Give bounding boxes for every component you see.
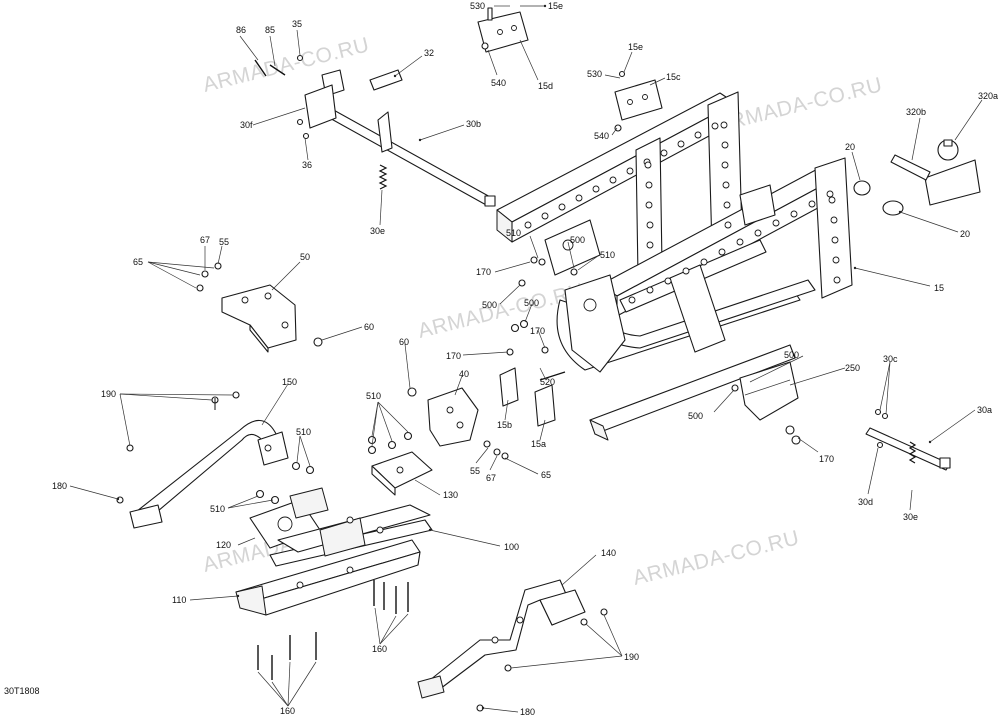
callout-510: 510: [366, 391, 381, 401]
bracket-40: [427, 387, 509, 460]
callout-500: 500: [482, 300, 497, 310]
callout-67: 67: [486, 473, 496, 483]
rail-110: [235, 539, 421, 616]
callout-170: 170: [530, 326, 545, 336]
callout-36: 36: [302, 160, 312, 170]
callout-150: 150: [282, 377, 297, 387]
callout-180: 180: [52, 481, 67, 491]
callout-30f: 30f: [240, 120, 253, 130]
hitch-320: [853, 139, 981, 216]
callout-30e: 30e: [370, 226, 385, 236]
callout-30d: 30d: [858, 497, 873, 507]
callout-55: 55: [219, 237, 229, 247]
bracket-15a: [534, 384, 556, 427]
watermark: ARMADA-CO.RU: [631, 526, 802, 590]
leader-lines: [69, 5, 983, 713]
callout-170: 170: [476, 267, 491, 277]
lever-30b: [254, 54, 496, 207]
fasteners-center: [407, 256, 801, 445]
callout-60: 60: [364, 322, 374, 332]
bracket-50: [196, 262, 323, 353]
callout-510: 510: [600, 250, 615, 260]
callout-120: 120: [216, 540, 231, 550]
guard-250: [739, 361, 799, 421]
rail-140: [116, 496, 608, 712]
callout-530: 530: [470, 1, 485, 11]
callout-130: 130: [443, 490, 458, 500]
callout-15b: 15b: [497, 420, 512, 430]
callout-15c: 15c: [666, 72, 681, 82]
callout-15: 15: [934, 283, 944, 293]
callout-250: 250: [845, 363, 860, 373]
callout-140: 140: [601, 548, 616, 558]
callout-110: 110: [172, 595, 186, 605]
callout-180: 180: [520, 707, 535, 717]
rail-100: [269, 504, 433, 567]
bracket-15d: [477, 7, 529, 53]
callout-540: 540: [594, 131, 609, 141]
callout-60: 60: [399, 337, 409, 347]
callout-500: 500: [524, 298, 539, 308]
callout-32: 32: [424, 48, 434, 58]
callout-190: 190: [624, 652, 639, 662]
bracket-15b: [499, 367, 519, 407]
callout-500: 500: [688, 411, 703, 421]
bolts-160: [257, 580, 409, 680]
callout-540: 540: [491, 78, 506, 88]
callout-170: 170: [446, 351, 461, 361]
callout-510: 510: [296, 427, 311, 437]
callout-160: 160: [280, 706, 295, 716]
rail-150: [126, 391, 289, 529]
callout-20: 20: [845, 142, 855, 152]
callout-510: 510: [210, 504, 225, 514]
callout-190: 190: [101, 389, 116, 399]
callout-30c: 30c: [883, 354, 898, 364]
callout-530: 530: [587, 69, 602, 79]
leader-dots: [116, 4, 932, 710]
callout-500: 500: [784, 350, 799, 360]
callout-85: 85: [265, 25, 275, 35]
callout-15e: 15e: [628, 42, 643, 52]
callout-170: 170: [819, 454, 834, 464]
callout-67: 67: [200, 235, 210, 245]
watermark: ARMADA-CO.RU: [201, 33, 372, 97]
callout-30b: 30b: [466, 119, 481, 129]
callout-30e: 30e: [903, 512, 918, 522]
callout-100: 100: [504, 542, 519, 552]
callout-510: 510: [506, 228, 521, 238]
callouts: 530 15e 540 15d 86 85 35 32 15e 530 15c …: [52, 1, 998, 717]
callout-65: 65: [133, 257, 143, 267]
main-frame: [496, 91, 853, 441]
callout-55: 55: [470, 466, 480, 476]
bracket-15c: [614, 70, 663, 132]
callout-40: 40: [459, 369, 469, 379]
callout-65: 65: [541, 470, 551, 480]
callout-520: 520: [540, 377, 555, 387]
callout-86: 86: [236, 25, 246, 35]
nuts-510: [255, 431, 413, 505]
drawing-reference: 30T1808: [4, 686, 40, 696]
callout-15a: 15a: [531, 439, 546, 449]
callout-20: 20: [960, 229, 970, 239]
callout-320b: 320b: [906, 107, 926, 117]
callout-35: 35: [292, 19, 302, 29]
callout-30a: 30a: [977, 405, 992, 415]
callout-15d: 15d: [538, 81, 553, 91]
lever-30a: [865, 408, 951, 471]
callout-160: 160: [372, 644, 387, 654]
callout-500: 500: [570, 235, 585, 245]
bracket-130: [371, 451, 433, 496]
callout-320a: 320a: [978, 91, 998, 101]
callout-50: 50: [300, 252, 310, 262]
callout-15e: 15e: [548, 1, 563, 11]
